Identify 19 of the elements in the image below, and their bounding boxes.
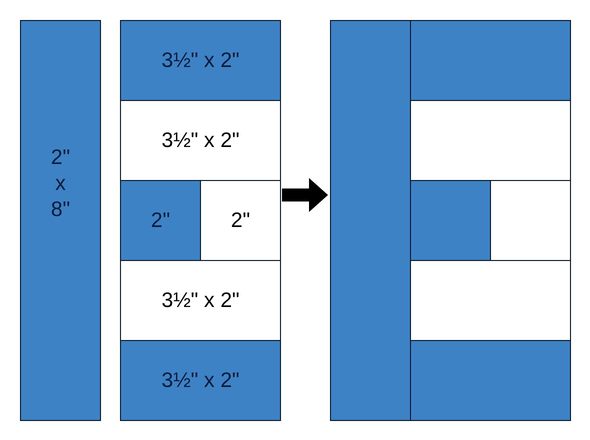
dimension-label: 3½" x 2" — [162, 288, 240, 314]
block-piece — [120, 20, 281, 101]
block-piece — [410, 180, 491, 261]
block-piece — [410, 20, 571, 101]
block-piece — [120, 100, 281, 181]
block-piece — [330, 20, 411, 421]
dimension-label: 3½" x 2" — [162, 48, 240, 74]
arrow — [282, 178, 328, 212]
block-piece — [120, 340, 281, 421]
assembled-block — [330, 20, 571, 421]
block-piece — [120, 180, 201, 261]
dimension-label: 2" — [230, 208, 250, 234]
block-piece — [120, 260, 281, 341]
block-piece — [410, 340, 571, 421]
block-piece — [20, 20, 101, 421]
dimension-label: 2" — [150, 208, 170, 234]
dimension-label: 3½" x 2" — [162, 128, 240, 154]
dimension-label: 3½" x 2" — [162, 368, 240, 394]
dimension-label: 2" x 8" — [50, 144, 70, 222]
